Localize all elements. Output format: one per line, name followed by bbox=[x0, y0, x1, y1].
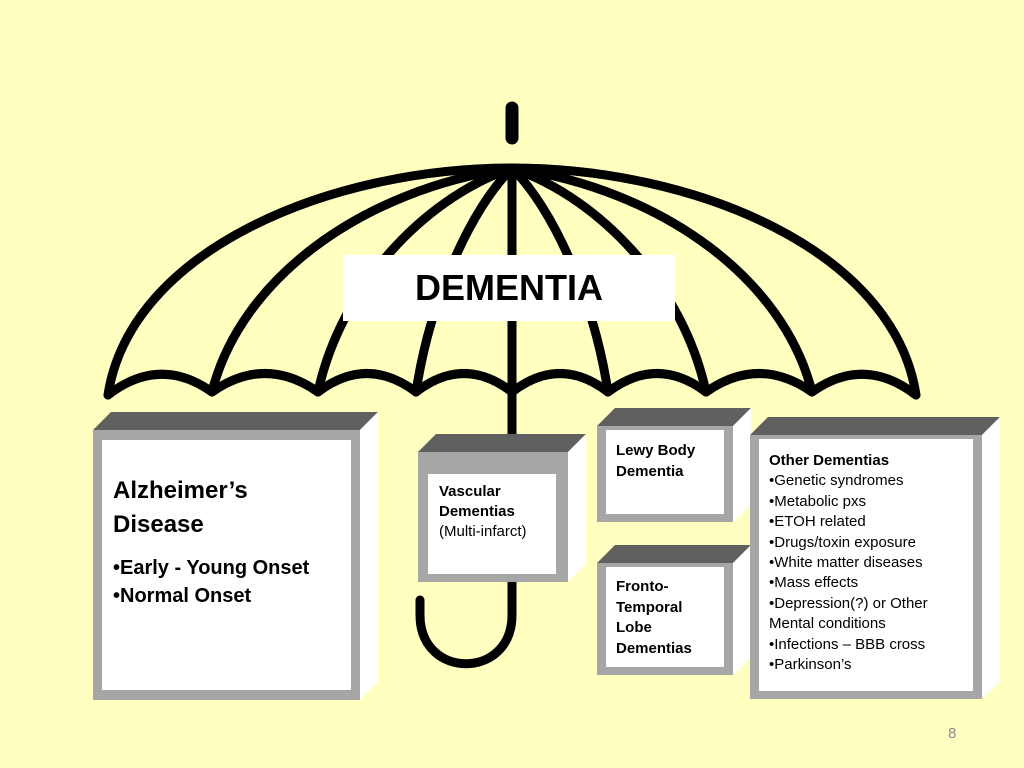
umbrella-rib bbox=[313, 163, 517, 397]
umbrella-rib bbox=[507, 163, 711, 397]
other-dementias-bullet: •ETOH related bbox=[769, 513, 866, 531]
dementia-title: DEMENTIA bbox=[343, 255, 675, 321]
fronto-temporal-line4: Dementias bbox=[616, 639, 692, 657]
page-number: 8 bbox=[948, 725, 957, 742]
lewy-body-box: Lewy Body Dementia bbox=[597, 408, 751, 522]
alzheimers-box: Alzheimer’s Disease •Early - Young Onset… bbox=[93, 412, 378, 700]
umbrella-handle bbox=[415, 575, 517, 669]
other-dementias-box: Other Dementias •Genetic syndromes •Meta… bbox=[750, 417, 1000, 699]
umbrella-rib bbox=[207, 163, 517, 397]
fronto-temporal-line1: Fronto- bbox=[616, 578, 669, 595]
alzheimers-heading-line2: Disease bbox=[113, 511, 204, 538]
other-dementias-bullet: •Mass effects bbox=[769, 574, 859, 592]
other-dementias-bullet: •Parkinson’s bbox=[769, 656, 852, 674]
fronto-temporal-line3: Lobe bbox=[616, 619, 652, 636]
lewy-body-line2: Dementia bbox=[616, 463, 684, 480]
other-dementias-bullet: •Metabolic pxs bbox=[769, 492, 866, 510]
fronto-temporal-box: Fronto- Temporal Lobe Dementias bbox=[597, 545, 751, 675]
other-dementias-bullet: Mental conditions bbox=[769, 615, 886, 633]
alzheimers-bullet: •Normal Onset bbox=[113, 585, 252, 607]
vascular-heading-line1: Vascular bbox=[439, 483, 501, 500]
umbrella-rib bbox=[507, 163, 817, 397]
other-dementias-bullet: •Genetic syndromes bbox=[769, 472, 904, 490]
other-dementias-bullet: •Drugs/toxin exposure bbox=[769, 533, 916, 551]
fronto-temporal-line2: Temporal bbox=[616, 598, 683, 616]
vascular-box: Vascular Dementias (Multi-infarct) bbox=[418, 434, 586, 582]
other-dementias-bullet: •White matter diseases bbox=[769, 554, 923, 572]
vascular-heading-line2: Dementias bbox=[439, 503, 515, 520]
other-dementias-heading: Other Dementias bbox=[769, 452, 890, 469]
alzheimers-bullet: •Early - Young Onset bbox=[113, 557, 310, 579]
other-dementias-bullet: •Depression(?) or Other bbox=[769, 594, 928, 612]
alzheimers-heading-line1: Alzheimer’s bbox=[113, 477, 248, 504]
other-dementias-bullet: •Infections – BBB cross bbox=[769, 635, 926, 653]
vascular-subtext: (Multi-infarct) bbox=[439, 523, 527, 540]
lewy-body-line1: Lewy Body bbox=[616, 442, 696, 459]
